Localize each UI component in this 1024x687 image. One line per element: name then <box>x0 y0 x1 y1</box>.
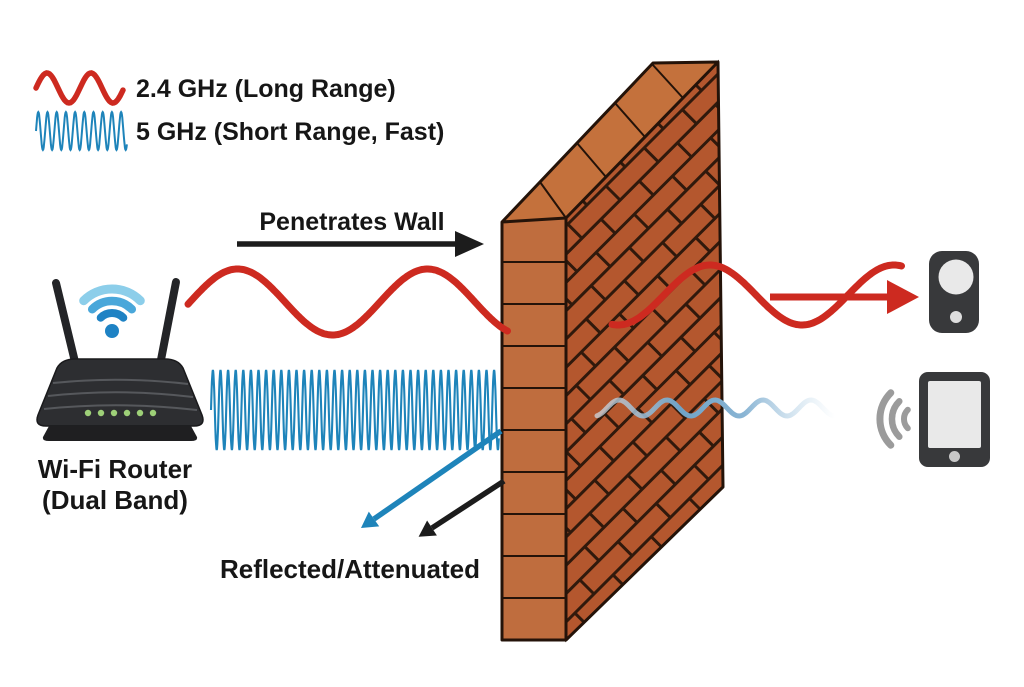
wave-5ghz-attenuated <box>594 397 837 419</box>
wall-capstone-joints <box>539 63 684 219</box>
legend: 2.4 GHz (Long Range) 5 GHz (Short Range,… <box>33 70 444 152</box>
wave-5ghz-incident <box>209 369 500 451</box>
wave-2-4ghz-incident <box>184 265 511 339</box>
router-label-line2: (Dual Band) <box>42 485 188 515</box>
legend-swatch-2-4ghz <box>33 70 126 106</box>
tablet-device-icon <box>919 372 990 467</box>
tablet-signal-arc-inner <box>901 406 911 432</box>
wall-top-face <box>502 62 718 222</box>
transmitted-arrow-red <box>770 280 919 314</box>
reflected-label: Reflected/Attenuated <box>220 554 480 584</box>
wifi-dot <box>105 324 119 338</box>
router-base <box>42 426 198 441</box>
wall-side-block-joints <box>503 261 565 599</box>
penetrates-wall-arrow <box>237 231 484 257</box>
legend-label-5ghz: 5 GHz (Short Range, Fast) <box>136 118 444 146</box>
brick-wall <box>500 59 725 643</box>
wave-2-4ghz-transmitted <box>608 261 905 329</box>
router-led <box>110 409 118 417</box>
reflected-arrow-blue <box>361 428 503 528</box>
penetrates-wall-label: Penetrates Wall <box>259 208 444 236</box>
camera-indicator <box>950 311 962 323</box>
router-led <box>136 409 144 417</box>
legend-swatch-5ghz <box>35 110 128 152</box>
camera-lens <box>938 259 974 295</box>
penetrates-arrowhead <box>455 231 484 257</box>
wifi-arc-inner <box>96 309 128 322</box>
router-label-line1: Wi-Fi Router <box>38 454 192 484</box>
black-reflect-arrowhead <box>418 520 437 537</box>
router-ridges <box>43 378 198 411</box>
wifi-signal-icon <box>79 284 145 338</box>
blue-reflect-arrowhead <box>361 511 380 528</box>
wifi-router-icon <box>36 278 204 441</box>
router-led <box>149 409 157 417</box>
router-led <box>97 409 105 417</box>
tablet-screen <box>928 381 981 448</box>
wifi-arc-middle <box>87 296 137 314</box>
red-arrowhead <box>887 280 919 314</box>
tablet-signal-arc-middle <box>888 398 903 440</box>
legend-label-2-4ghz: 2.4 GHz (Long Range) <box>136 75 396 103</box>
blue-reflect-shaft <box>372 428 503 522</box>
router-led-row <box>84 409 157 417</box>
wifi-arcs-icon <box>876 389 911 449</box>
router-antenna-left <box>52 279 80 370</box>
camera-device-icon <box>929 251 979 333</box>
wall-outline <box>500 60 725 642</box>
router-antenna-right <box>156 278 180 369</box>
reflected-arrow-black <box>418 478 506 537</box>
black-reflect-shaft <box>430 478 506 531</box>
tablet-home-button <box>949 451 960 462</box>
router-led <box>84 409 92 417</box>
router-led <box>123 409 131 417</box>
wifi-arc-outer <box>79 284 145 306</box>
tablet-signal-arc-outer <box>876 389 895 449</box>
